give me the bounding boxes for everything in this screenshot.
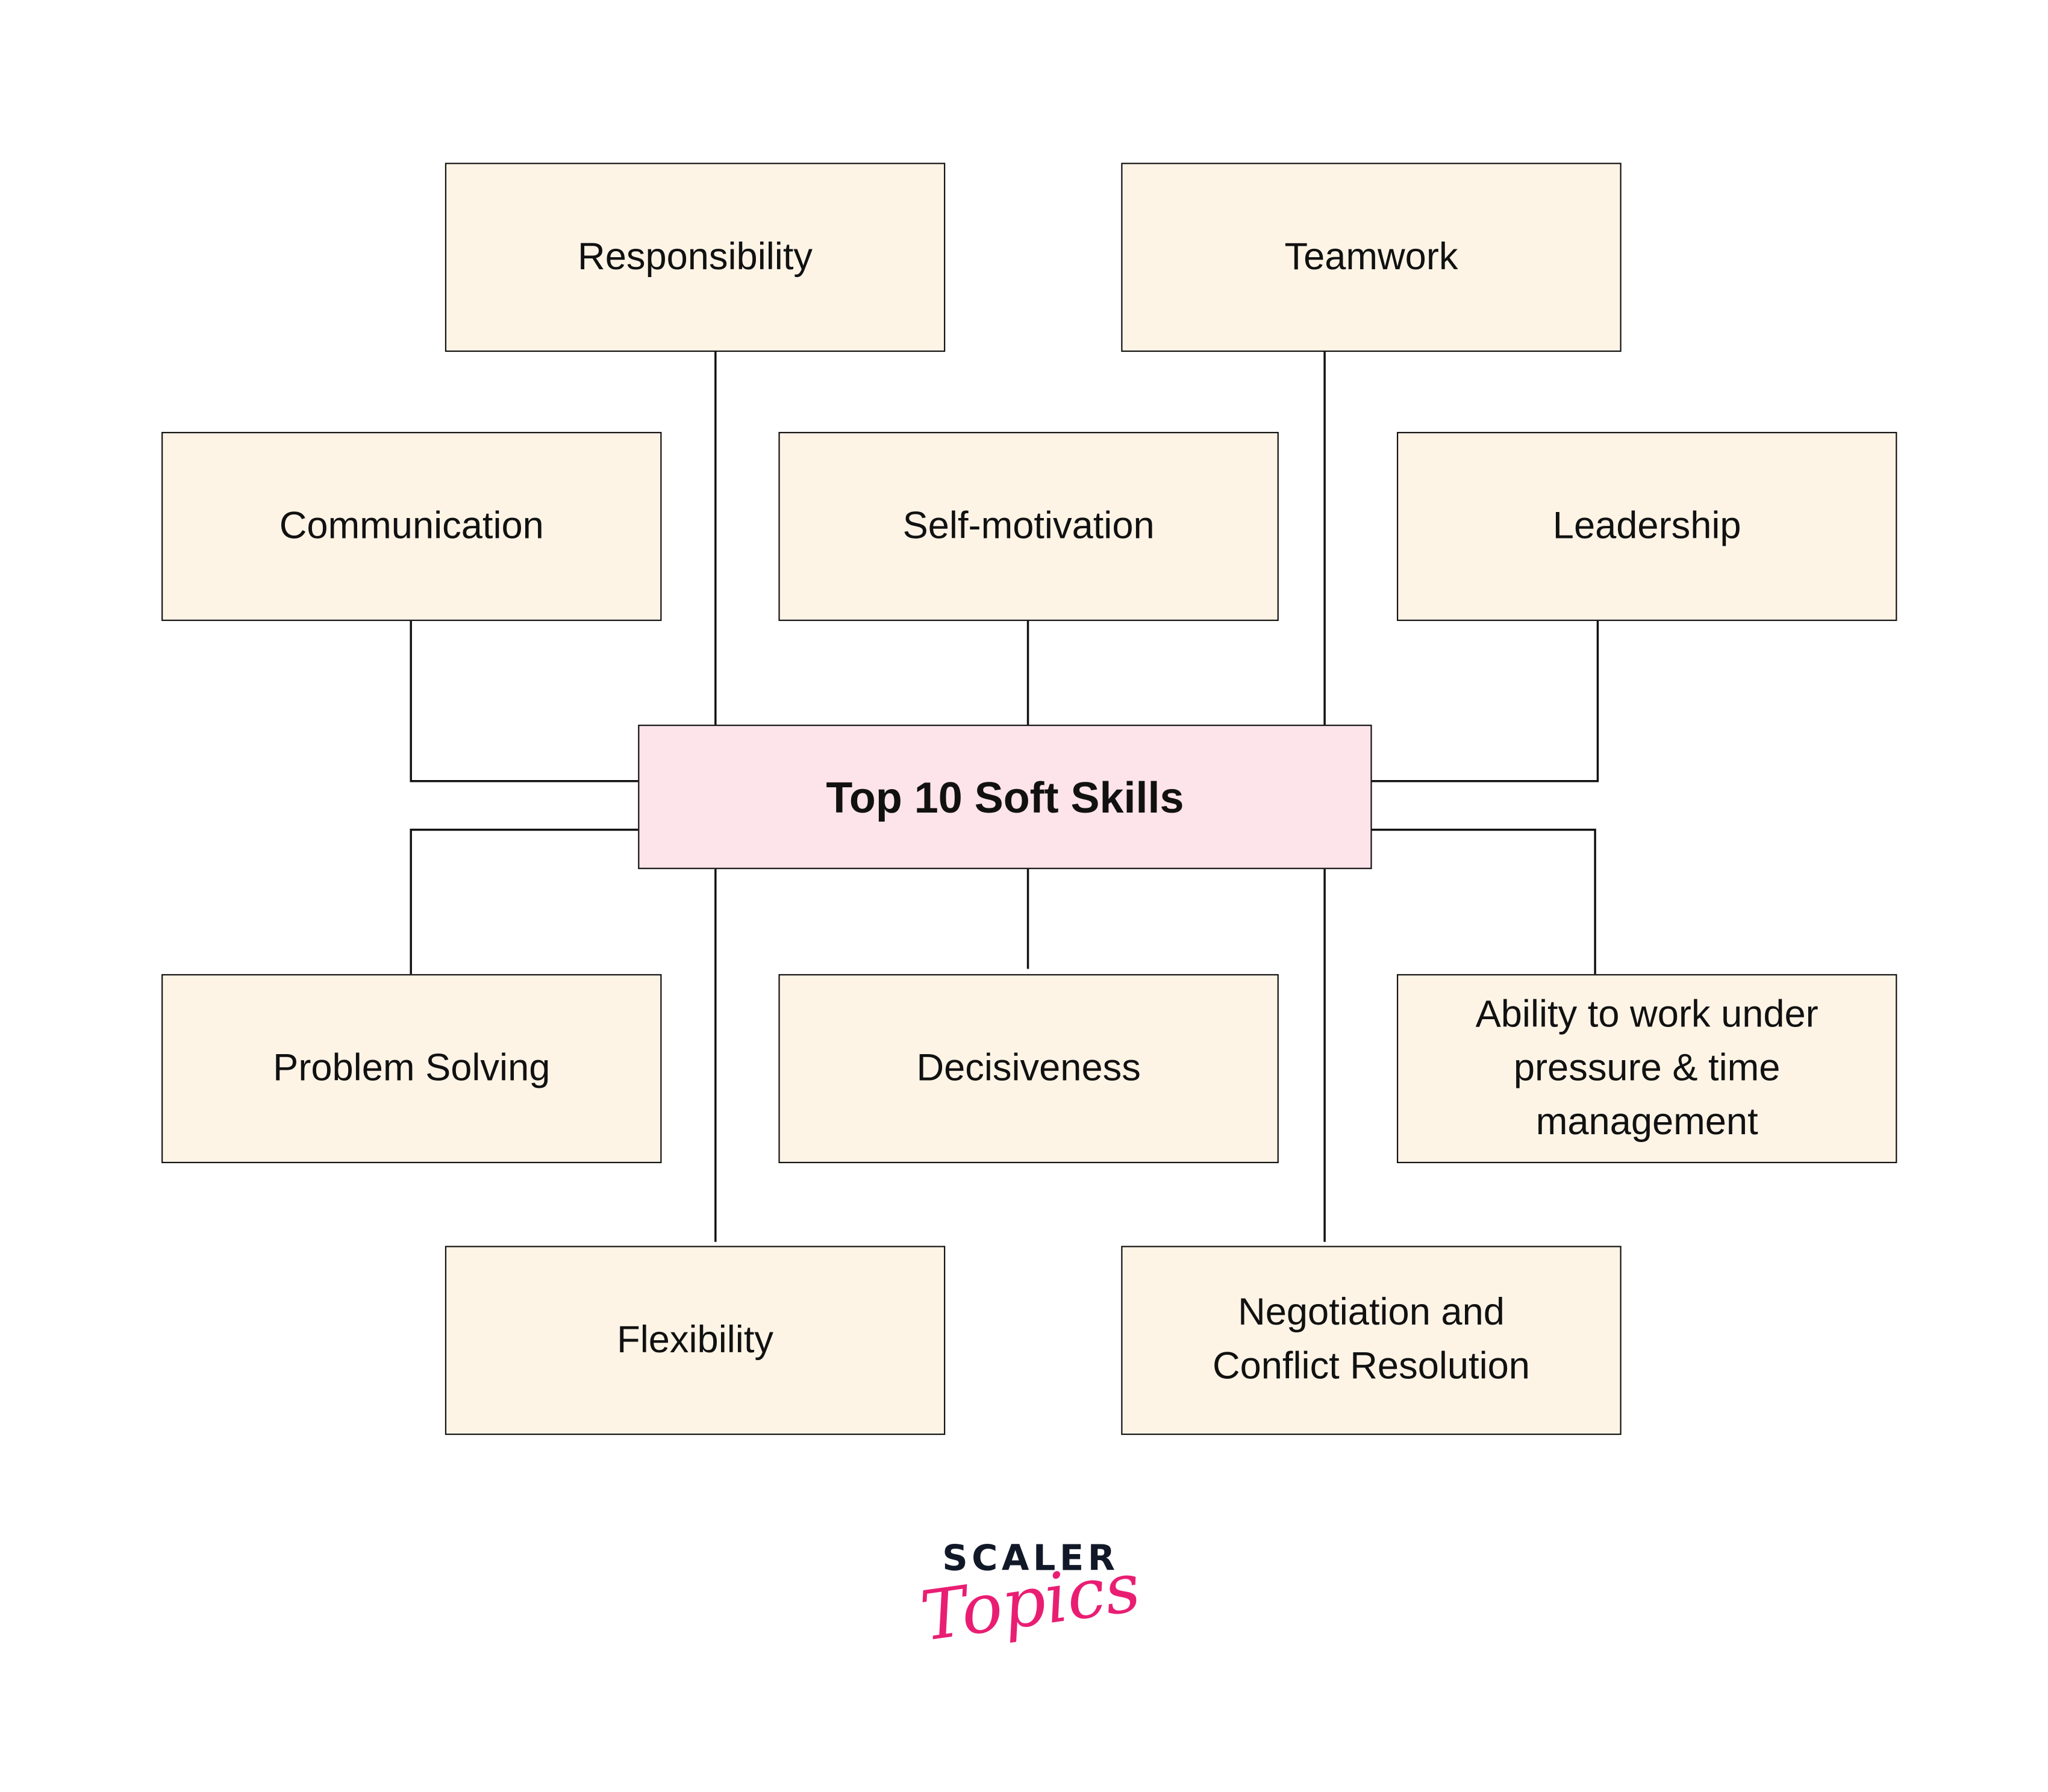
skill-self-motivation: Self-motivation: [778, 432, 1279, 621]
skill-label: Ability to work under pressure & time ma…: [1475, 993, 1819, 1143]
connector-communication: [410, 619, 638, 782]
skill-label: Decisiveness: [916, 1047, 1141, 1089]
central-topic: Top 10 Soft Skills: [638, 725, 1372, 869]
connector-leadership: [1370, 619, 1599, 782]
skill-teamwork: Teamwork: [1121, 163, 1622, 352]
connector-problem-solving: [410, 828, 638, 975]
connector-pressure: [1370, 828, 1596, 975]
skill-problem-solving: Problem Solving: [161, 974, 662, 1164]
skill-label: Teamwork: [1284, 236, 1458, 278]
skill-decisiveness: Decisiveness: [778, 974, 1279, 1164]
skill-label: Self-motivation: [902, 505, 1155, 547]
skill-responsibility: Responsibility: [445, 163, 946, 352]
skill-label: Responsibility: [578, 236, 813, 278]
central-topic-label: Top 10 Soft Skills: [826, 772, 1184, 822]
skill-label: Flexibility: [617, 1319, 773, 1361]
skill-label: Communication: [279, 505, 544, 547]
scaler-topics-logo: SCALER Topics: [916, 1538, 1145, 1657]
skill-negotiation: Negotiation and Conflict Resolution: [1121, 1246, 1622, 1435]
skill-label: Leadership: [1552, 505, 1741, 547]
skill-label: Problem Solving: [273, 1047, 551, 1089]
skill-label: Negotiation and Conflict Resolution: [1212, 1291, 1530, 1388]
logo-scaler-text: SCALER: [942, 1538, 1119, 1579]
skill-communication: Communication: [161, 432, 662, 621]
skill-pressure-time-management: Ability to work under pressure & time ma…: [1396, 974, 1897, 1164]
skill-leadership: Leadership: [1396, 432, 1897, 621]
skill-flexibility: Flexibility: [445, 1246, 946, 1435]
